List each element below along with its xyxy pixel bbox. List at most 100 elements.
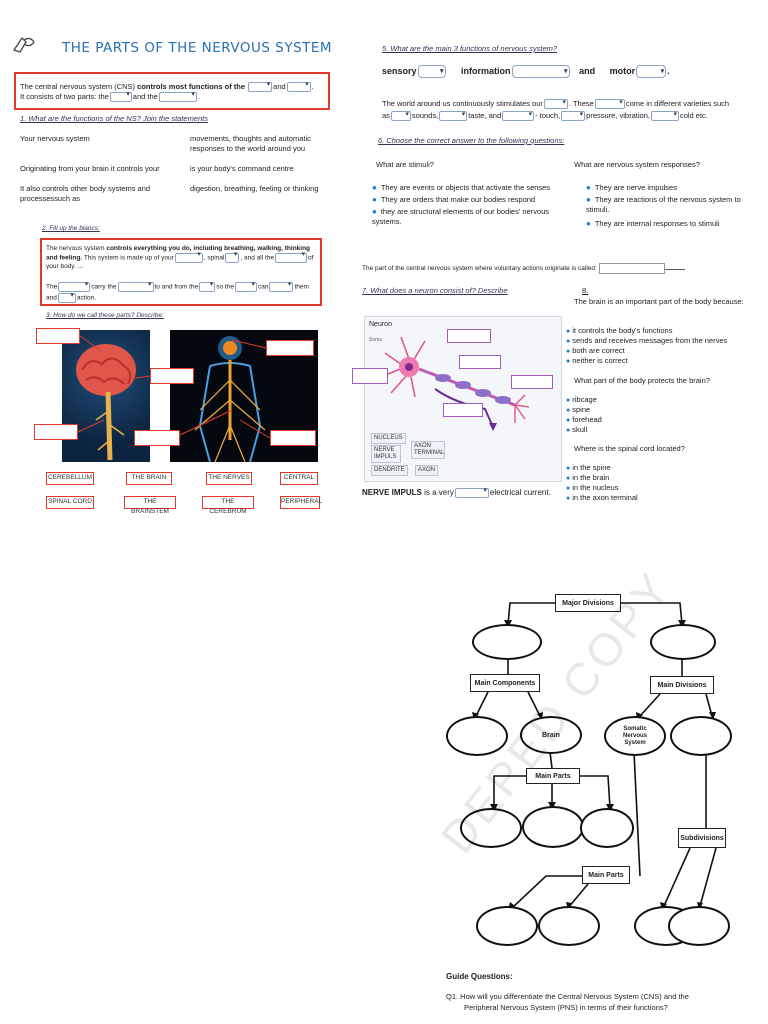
label-blank-2[interactable]	[150, 368, 194, 384]
stimuli-opt-2[interactable]: they are structural elements of our bodi…	[372, 207, 552, 227]
chip-cerebellum[interactable]: CEREBELLUM	[46, 472, 94, 485]
dropdown[interactable]	[275, 251, 307, 263]
oval-blank-major-right[interactable]	[650, 624, 716, 660]
q9-opt-0[interactable]: ribcage	[566, 395, 597, 406]
chip-the-brainstem[interactable]: THE BRAINSTEM	[124, 496, 176, 515]
intro-c: and	[273, 82, 286, 91]
oval-blank-bottom-1[interactable]	[476, 906, 538, 946]
dropdown[interactable]	[439, 109, 468, 122]
dropdown[interactable]	[511, 65, 570, 79]
dropdown[interactable]	[234, 280, 257, 292]
impuls-a: NERVE IMPULS	[362, 488, 422, 498]
tag-axon-terminal[interactable]: AXON TERMINAL	[411, 441, 445, 459]
dropdown[interactable]	[109, 90, 132, 103]
label-blank-5[interactable]	[266, 340, 314, 356]
impuls-b: is a very	[424, 488, 454, 498]
oval-blank-part-3[interactable]	[580, 808, 634, 848]
dropdown[interactable]	[454, 486, 489, 498]
q9-opt-3[interactable]: skull	[566, 425, 587, 436]
q10-opt-3[interactable]: in the axon terminal	[566, 493, 637, 504]
neuron-blank-left[interactable]	[352, 368, 388, 384]
fill-box	[40, 238, 322, 306]
dropdown[interactable]	[390, 109, 411, 122]
q9-opt-1[interactable]: spine	[566, 405, 590, 416]
q8-opt-2[interactable]: both are correct	[566, 346, 625, 357]
dropdown[interactable]	[594, 97, 625, 110]
chip-peripheral[interactable]: PERIPHERAL	[280, 496, 322, 509]
chip-central[interactable]: CENTRAL	[280, 472, 318, 485]
q10-text: Where is the spinal cord located?	[574, 444, 685, 453]
stimuli-opt-0[interactable]: They are events or objects that activate…	[372, 183, 568, 193]
q8-number: 8.	[582, 286, 589, 295]
voluntary-answer-field[interactable]	[598, 263, 665, 274]
tag-dendrite[interactable]: DENDRITE	[371, 465, 408, 476]
label-blank-3[interactable]	[34, 424, 78, 440]
node-main-parts-2: Main Parts	[582, 866, 630, 884]
fill-2c: to and from the	[154, 283, 199, 291]
label-blank-4[interactable]	[134, 430, 180, 446]
q8-opt-1[interactable]: sends and receives messages from the ner…	[566, 336, 727, 347]
responses-opt-0[interactable]: They are nerve impulses	[586, 183, 752, 193]
world-g: - touch,	[535, 111, 561, 120]
chip-the-brain[interactable]: THE BRAIN	[126, 472, 172, 485]
q10-opt-1[interactable]: in the brain	[566, 473, 609, 484]
dropdown[interactable]	[650, 109, 679, 122]
oval-blank-part-1[interactable]	[460, 808, 522, 848]
neuron-blank-3[interactable]	[443, 403, 483, 417]
oval-blank-part-2[interactable]	[522, 806, 584, 848]
q10-opt-2[interactable]: in the nucleus	[566, 483, 618, 494]
dropdown[interactable]	[636, 65, 667, 79]
dropdown[interactable]	[158, 90, 197, 103]
fill-1f: of your body. ...	[46, 254, 314, 270]
brain-label: Brain	[542, 731, 560, 739]
soma-label: Soma	[369, 337, 383, 343]
dropdown[interactable]	[417, 65, 446, 79]
stimuli-opt-1[interactable]: They are orders that make our bodies res…	[372, 195, 568, 205]
tag-nerve-impuls[interactable]: NERVE IMPULS	[371, 445, 401, 463]
join-left-0: Your nervous system	[20, 134, 90, 143]
oval-brain: Brain	[520, 716, 582, 754]
oval-blank-major-left[interactable]	[472, 624, 542, 660]
tag-axon[interactable]: AXON	[415, 465, 439, 476]
dropdown[interactable]	[543, 97, 568, 110]
dropdown[interactable]	[561, 109, 586, 122]
tag-nucleus[interactable]: NUCLEUS	[371, 433, 406, 444]
chip-the-nerves[interactable]: THE NERVES	[206, 472, 252, 485]
q8-opt-0[interactable]: it controls the body's functions	[566, 326, 672, 337]
dropdown[interactable]	[199, 280, 216, 292]
label-blank-1[interactable]	[36, 328, 80, 344]
label-blank-6[interactable]	[270, 430, 316, 446]
oval-blank-component[interactable]	[446, 716, 508, 756]
fill-2g: and	[46, 294, 57, 302]
question-1: 1. What are the functions of the NS? Joi…	[20, 114, 209, 123]
voluntary-text: The part of the central nervous system w…	[362, 265, 597, 273]
q8-opt-3[interactable]: neither is correct	[566, 356, 627, 367]
responses-opt-2[interactable]: They are internal responses to stimuli	[586, 219, 752, 229]
q10-opt-0[interactable]: in the spine	[566, 463, 610, 474]
func-information: information	[461, 66, 511, 76]
dropdown[interactable]	[174, 251, 203, 263]
neuron-blank-1[interactable]	[447, 329, 491, 343]
impuls-line: NERVE IMPULS is a veryelectrical current…	[362, 486, 551, 498]
dropdown[interactable]	[57, 291, 76, 303]
pencil-icon	[12, 34, 40, 54]
dropdown[interactable]	[248, 80, 273, 93]
oval-blank-bottom-4[interactable]	[668, 906, 730, 946]
dropdown[interactable]	[117, 280, 154, 292]
join-left-1: Originating from your brain it controls …	[20, 164, 160, 173]
neuron-blank-4[interactable]	[511, 375, 553, 389]
dropdown[interactable]	[225, 251, 240, 263]
somatic-label: Somatic Nervous System	[622, 725, 647, 746]
chip-spinal-cord[interactable]: SPINAL CORD	[46, 496, 94, 509]
dropdown[interactable]	[269, 280, 294, 292]
q9-opt-2[interactable]: forehead	[566, 415, 602, 426]
dropdown[interactable]	[286, 80, 311, 93]
dropdown[interactable]	[502, 109, 535, 122]
oval-blank-bottom-2[interactable]	[538, 906, 600, 946]
dropdown[interactable]	[58, 280, 91, 292]
chip-the-cerebrum[interactable]: THE CEREBRUM	[202, 496, 254, 515]
neuron-blank-2[interactable]	[459, 355, 501, 369]
question-6: 6. Choose the correct answer to the foll…	[378, 136, 565, 145]
oval-blank-division[interactable]	[670, 716, 732, 756]
responses-opt-1[interactable]: They are reactions of the nervous system…	[586, 195, 752, 215]
